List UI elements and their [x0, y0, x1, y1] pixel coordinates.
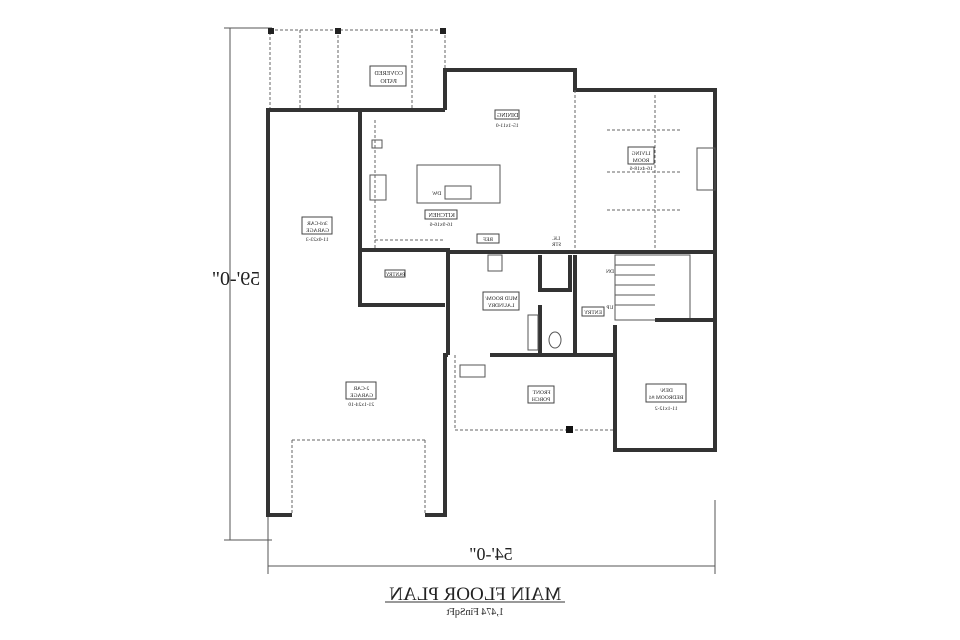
- stair-up-label: UP: [606, 305, 613, 311]
- room-two-car-garage: 2-CAR GARAGE 21-1x24-10: [345, 381, 377, 408]
- room-entry: ENTRY DN UP: [581, 269, 614, 317]
- room-size: 16-9x16-6: [430, 222, 453, 228]
- room-label: DEN/: [660, 388, 673, 394]
- range-icon: [369, 174, 387, 201]
- title: MAIN FLOOR PLAN: [389, 584, 561, 605]
- room-label: PANTRY: [385, 273, 405, 278]
- ref: REF LK. STR: [476, 233, 561, 248]
- room-label: 2-CAR: [353, 386, 369, 392]
- room-den: DEN/ BEDROOM #4 11-1x12-2: [645, 383, 687, 412]
- room-front-porch: FRONT PORCH: [527, 385, 555, 404]
- exterior-walls: [266, 68, 717, 517]
- plan-title: MAIN FLOOR PLAN 1,474 FinSqFt: [385, 584, 565, 618]
- ref-label: REF: [483, 237, 493, 243]
- room-label: GARAGE: [350, 393, 374, 399]
- room-label: BEDROOM #4: [649, 395, 684, 401]
- room-third-garage: 3rd-CAR GARAGE 11-0x23-3: [301, 216, 333, 243]
- room-size: 15-1x11-0: [496, 123, 519, 129]
- room-size: 16-4x18-6: [630, 166, 653, 172]
- covered-patio: COVERED PATIO: [268, 28, 446, 111]
- room-label: 3rd-CAR: [307, 221, 328, 227]
- width-dimension-label: 54'-0": [469, 544, 513, 564]
- depth-dimension-label: 59'-0": [212, 268, 260, 290]
- room-label: ROOM: [633, 158, 650, 164]
- sink-icon: [444, 185, 472, 200]
- room-kitchen: KITCHEN 16-9x16-6 DW: [424, 191, 458, 228]
- room-pantry: PANTRY: [384, 269, 406, 278]
- dimension-depth: 59'-0": [212, 27, 272, 541]
- room-label: DINING: [496, 113, 518, 119]
- dimension-width: 54'-0": [267, 500, 716, 574]
- room-dining: DINING 15-1x11-0: [494, 109, 520, 129]
- room-label: GARAGE: [306, 228, 330, 234]
- room-size: 11-0x23-3: [306, 237, 329, 243]
- subtitle: 1,474 FinSqFt: [446, 607, 503, 618]
- room-label: MUD ROOM/: [485, 296, 518, 302]
- lk-str-label: STR: [551, 243, 561, 248]
- room-label: PATIO: [380, 79, 397, 85]
- room-label: PORCH: [532, 397, 550, 403]
- room-label: KITCHEN: [428, 213, 455, 219]
- kitchen-island: [416, 164, 501, 204]
- dw-label: DW: [431, 191, 441, 197]
- room-size: 21-1x24-10: [348, 402, 374, 408]
- room-living: LIVING ROOM 16-4x18-6: [627, 146, 655, 172]
- room-label: LAUNDRY: [488, 303, 515, 309]
- room-size: 11-1x12-2: [655, 406, 678, 412]
- stair-dn-label: DN: [606, 269, 614, 275]
- room-label: LIVING: [632, 151, 651, 157]
- interior: [369, 90, 716, 378]
- room-label: ENTRY: [584, 310, 602, 316]
- room-mud-room: MUD ROOM/ LAUNDRY: [482, 291, 520, 311]
- stairs: [614, 254, 691, 321]
- room-label: FRONT: [532, 390, 551, 396]
- room-label: COVERED: [374, 71, 403, 77]
- lk-str-label: LK.: [552, 237, 560, 242]
